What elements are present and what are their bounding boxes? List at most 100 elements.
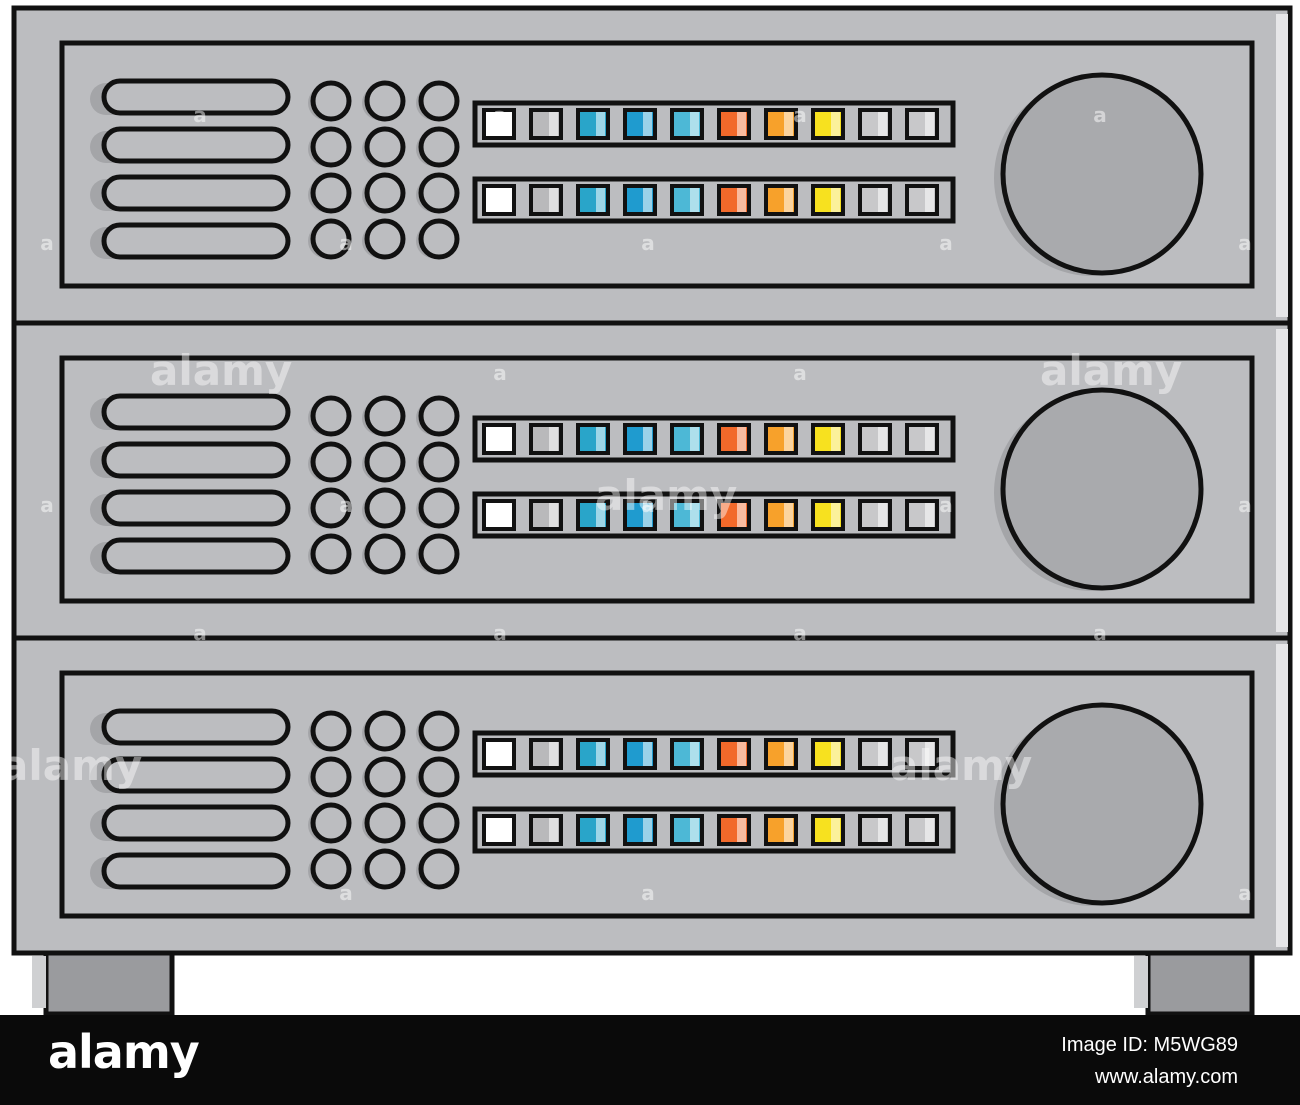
round-button: [418, 172, 460, 214]
round-button: [310, 487, 352, 529]
led-highlight: [831, 742, 840, 766]
led-highlight: [784, 188, 793, 212]
led-highlight: [925, 188, 934, 212]
watermark-glyph: a: [193, 103, 207, 127]
led-highlight: [596, 427, 605, 451]
led-highlight: [878, 188, 887, 212]
watermark-glyph: a: [193, 621, 207, 645]
vent-slot: [101, 126, 291, 164]
watermark-glyph: a: [339, 881, 353, 905]
led-highlight: [784, 112, 793, 136]
rack-foot: [1145, 947, 1255, 1015]
vent-slot: [101, 78, 291, 116]
round-button: [418, 802, 460, 844]
led-highlight: [784, 503, 793, 527]
led-highlight: [690, 188, 699, 212]
server-unit: [11, 320, 1293, 641]
watermark-text: alamy: [595, 471, 737, 520]
led-highlight: [549, 818, 558, 842]
led-highlight: [784, 818, 793, 842]
vent-slot: [101, 174, 291, 212]
led-highlight: [502, 818, 511, 842]
led-highlight: [878, 742, 887, 766]
watermark-glyph: a: [793, 103, 807, 127]
vent-slot: [101, 804, 291, 842]
led-highlight: [878, 427, 887, 451]
led-highlight: [690, 742, 699, 766]
led-highlight: [643, 427, 652, 451]
led-highlight: [643, 112, 652, 136]
led-highlight: [596, 818, 605, 842]
led-highlight: [737, 742, 746, 766]
round-button: [310, 80, 352, 122]
round-button: [418, 710, 460, 752]
round-button: [364, 80, 406, 122]
vent-slot: [101, 708, 291, 746]
led-highlight: [878, 818, 887, 842]
watermark-glyph: a: [641, 493, 655, 517]
led-highlight: [502, 742, 511, 766]
round-button: [418, 441, 460, 483]
led-highlight: [925, 427, 934, 451]
rack-foot-shadow: [32, 956, 46, 1008]
vent-slot: [101, 537, 291, 575]
round-button: [364, 710, 406, 752]
round-button: [418, 218, 460, 260]
round-button: [310, 756, 352, 798]
round-button: [364, 395, 406, 437]
vent-slot: [101, 222, 291, 260]
watermark-glyph: a: [339, 493, 353, 517]
round-button: [310, 533, 352, 575]
led-highlight: [643, 818, 652, 842]
server-unit: [11, 635, 1293, 956]
watermark-glyph: a: [40, 493, 54, 517]
footer-brand-logo: alamy: [48, 1025, 200, 1079]
round-button: [310, 710, 352, 752]
watermark-glyph: a: [641, 881, 655, 905]
led-highlight: [596, 503, 605, 527]
watermark-glyph: a: [641, 231, 655, 255]
round-button: [310, 802, 352, 844]
round-button: [364, 172, 406, 214]
led-highlight: [831, 112, 840, 136]
watermark-glyph: a: [493, 103, 507, 127]
round-button: [418, 756, 460, 798]
led-highlight: [643, 188, 652, 212]
led-highlight: [831, 188, 840, 212]
led-highlight: [737, 427, 746, 451]
watermark-glyph: a: [493, 361, 507, 385]
led-highlight: [596, 112, 605, 136]
led-highlight: [502, 427, 511, 451]
led-highlight: [925, 503, 934, 527]
led-highlight: [502, 503, 511, 527]
watermark-text: alamy: [0, 741, 142, 790]
round-button: [364, 533, 406, 575]
watermark-glyph: a: [1093, 103, 1107, 127]
chassis-side-highlight: [1276, 329, 1288, 632]
rack-foot-shadow: [1134, 956, 1148, 1008]
led-highlight: [831, 503, 840, 527]
round-button: [310, 441, 352, 483]
led-highlight: [925, 742, 934, 766]
watermark-glyph: a: [939, 231, 953, 255]
led-highlight: [925, 112, 934, 136]
led-highlight: [549, 503, 558, 527]
watermark-glyph: a: [1238, 231, 1252, 255]
chassis-side-highlight: [1276, 14, 1288, 317]
watermark-glyph: a: [939, 493, 953, 517]
vent-slot: [101, 852, 291, 890]
watermark-glyph: a: [793, 361, 807, 385]
led-highlight: [549, 427, 558, 451]
control-knob: [1000, 72, 1204, 276]
led-highlight: [596, 742, 605, 766]
watermark-glyph: a: [1238, 493, 1252, 517]
led-highlight: [690, 818, 699, 842]
chassis-side-highlight: [1276, 644, 1288, 947]
led-highlight: [878, 112, 887, 136]
led-highlight: [502, 188, 511, 212]
round-button: [364, 126, 406, 168]
watermark-glyph: a: [339, 231, 353, 255]
round-button: [364, 848, 406, 890]
round-button: [310, 395, 352, 437]
